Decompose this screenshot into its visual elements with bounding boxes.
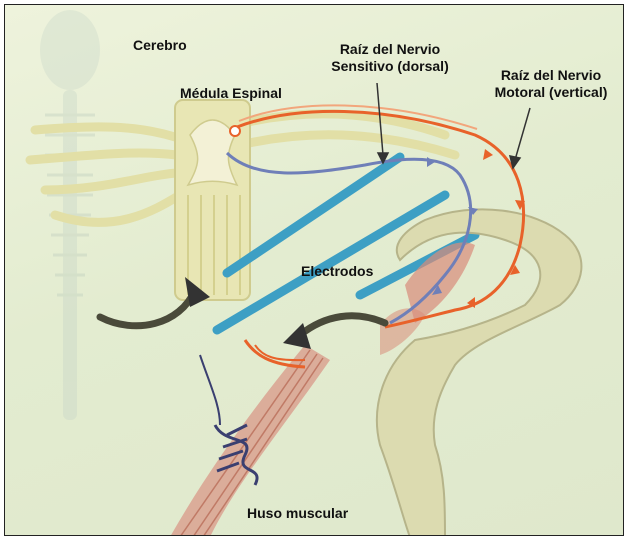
label-huso-muscular: Huso muscular: [247, 505, 348, 522]
label-raiz-sensitivo-line2: Sensitivo (dorsal): [315, 58, 465, 75]
label-cerebro: Cerebro: [133, 37, 187, 54]
brain-silhouette: [40, 10, 100, 90]
label-raiz-motoral-line2: Motoral (vertical): [481, 84, 621, 101]
leg: [377, 209, 582, 536]
label-medula-espinal: Médula Espinal: [180, 85, 282, 102]
curved-arrow-icon: [283, 316, 385, 349]
label-raiz-motoral-line1: Raíz del Nervio: [481, 67, 621, 84]
label-electrodos: Electrodos: [301, 263, 373, 280]
label-raiz-sensitivo: Raíz del Nervio Sensitivo (dorsal): [315, 41, 465, 75]
curved-arrow-icon: [100, 277, 210, 326]
label-raiz-sensitivo-line1: Raíz del Nervio: [315, 41, 465, 58]
electrode-1: [227, 157, 400, 273]
diagram-frame: Cerebro Médula Espinal Raíz del Nervio S…: [4, 4, 624, 536]
label-raiz-motoral: Raíz del Nervio Motoral (vertical): [481, 67, 621, 101]
